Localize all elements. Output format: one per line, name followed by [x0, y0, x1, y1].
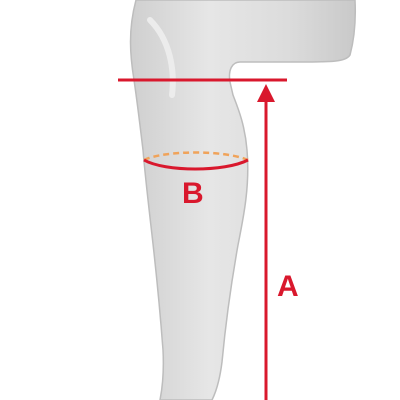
height-label: A: [277, 270, 299, 303]
circumference-back-dashed: [143, 151, 249, 162]
leg-silhouette: [129, 0, 356, 400]
circumference-front-line: [143, 158, 249, 171]
knee-highlight: [147, 17, 176, 98]
circumference-label: B: [182, 177, 204, 210]
arrow-up-icon: [257, 84, 275, 102]
